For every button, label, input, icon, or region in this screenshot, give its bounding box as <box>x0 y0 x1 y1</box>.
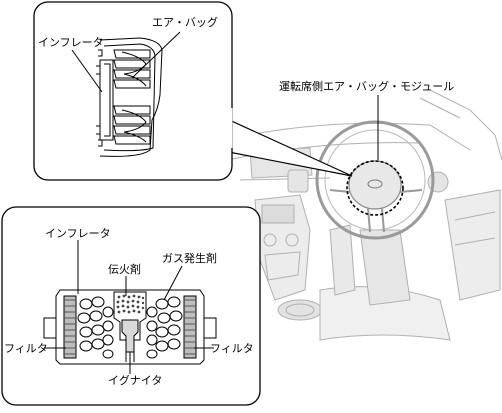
label-filter-right: フィルタ <box>210 342 254 355</box>
label-airbag: エア・バッグ <box>152 16 218 29</box>
label-gas-generant: ガス発生剤 <box>162 252 217 265</box>
inflator-top-leader <box>71 49 103 93</box>
dashboard-illustration <box>224 89 502 341</box>
module-highlight <box>346 160 404 216</box>
inset-top <box>33 1 233 181</box>
label-airbag-module: 運転席側エア・バッグ・モジュール <box>279 80 455 93</box>
airbag-leader <box>131 31 181 79</box>
label-igniter: イグナイタ <box>108 374 163 387</box>
gas-generant-leader <box>163 265 183 301</box>
label-igniter-charge: 伝火剤 <box>108 263 141 276</box>
label-inflator-bottom: インフレータ <box>45 227 111 240</box>
label-filter-left: フィルタ <box>4 342 48 355</box>
inflator-cross-section <box>43 289 217 365</box>
label-inflator-top: インフレータ <box>38 36 104 49</box>
